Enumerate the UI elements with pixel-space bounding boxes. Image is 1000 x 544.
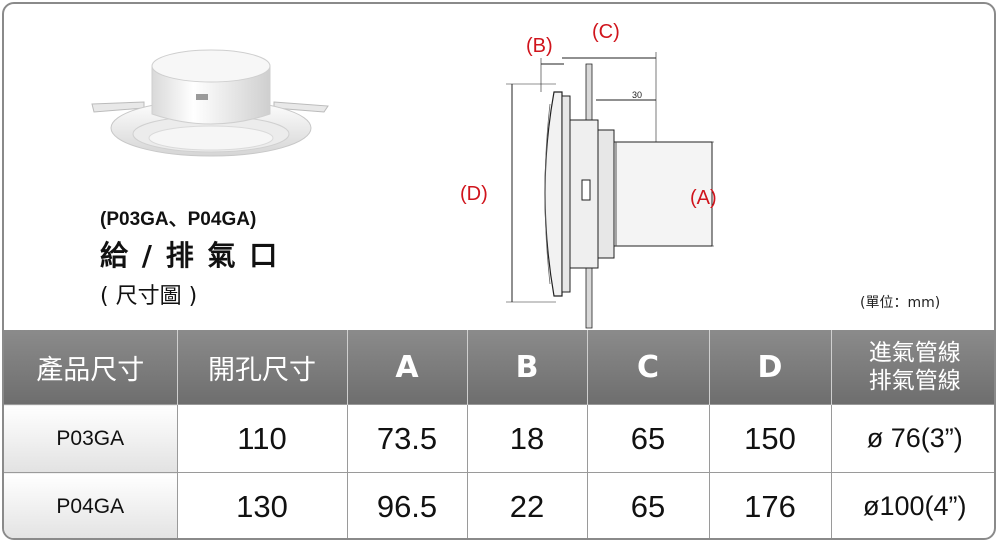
header-pipe: 進氣管線 排氣管線 (831, 330, 994, 405)
cell-opening: 130 (177, 472, 348, 538)
cell-d: 176 (709, 472, 832, 538)
header-opening-size: 開孔尺寸 (177, 330, 348, 405)
cell-c: 65 (587, 404, 710, 473)
cell-model: P03GA (4, 404, 178, 473)
table-header-row: 產品尺寸 開孔尺寸 A B C D 進氣管線 排氣管線 (4, 330, 994, 405)
table-row: P03GA 110 73.5 18 65 150 ø 76(3”) (4, 404, 994, 473)
cell-b: 22 (467, 472, 588, 538)
header-product-size: 產品尺寸 (4, 330, 178, 405)
unit-note: (單位：mm) (860, 295, 941, 311)
dimension-diagram: (B) (C) (D) (A) 30 (460, 21, 717, 329)
label-30: 30 (632, 90, 642, 100)
table-row: P04GA 130 96.5 22 65 176 ø100(4”) (4, 472, 994, 538)
header-b: B (467, 330, 588, 405)
header-a: A (347, 330, 468, 405)
cell-a: 73.5 (347, 404, 468, 473)
label-a: (A) (690, 187, 717, 209)
label-b: (B) (526, 35, 553, 57)
label-d: (D) (460, 183, 488, 205)
cell-d: 150 (709, 404, 832, 473)
product-subtitle: ( 尺寸圖 ) (100, 284, 198, 309)
cell-pipe: ø100(4”) (831, 472, 994, 538)
product-title: 給 / 排 氣 口 (100, 239, 280, 272)
spec-table: 產品尺寸 開孔尺寸 A B C D 進氣管線 排氣管線 P03GA 110 73… (4, 330, 994, 538)
product-section: (P03GA、P04GA) 給 / 排 氣 口 ( 尺寸圖 ) (單位：mm) (4, 4, 994, 330)
header-pipe-exhaust: 排氣管線 (868, 368, 961, 394)
label-c: (C) (592, 21, 620, 43)
header-d: D (709, 330, 832, 405)
product-image (91, 49, 329, 157)
header-pipe-intake: 進氣管線 (868, 340, 961, 366)
cell-model: P04GA (4, 472, 178, 538)
cell-a: 96.5 (347, 472, 468, 538)
header-c: C (587, 330, 710, 405)
cell-opening: 110 (177, 404, 348, 473)
cell-b: 18 (467, 404, 588, 473)
model-list: (P03GA、P04GA) (100, 209, 257, 230)
cell-c: 65 (587, 472, 710, 538)
cell-pipe: ø 76(3”) (831, 404, 994, 473)
